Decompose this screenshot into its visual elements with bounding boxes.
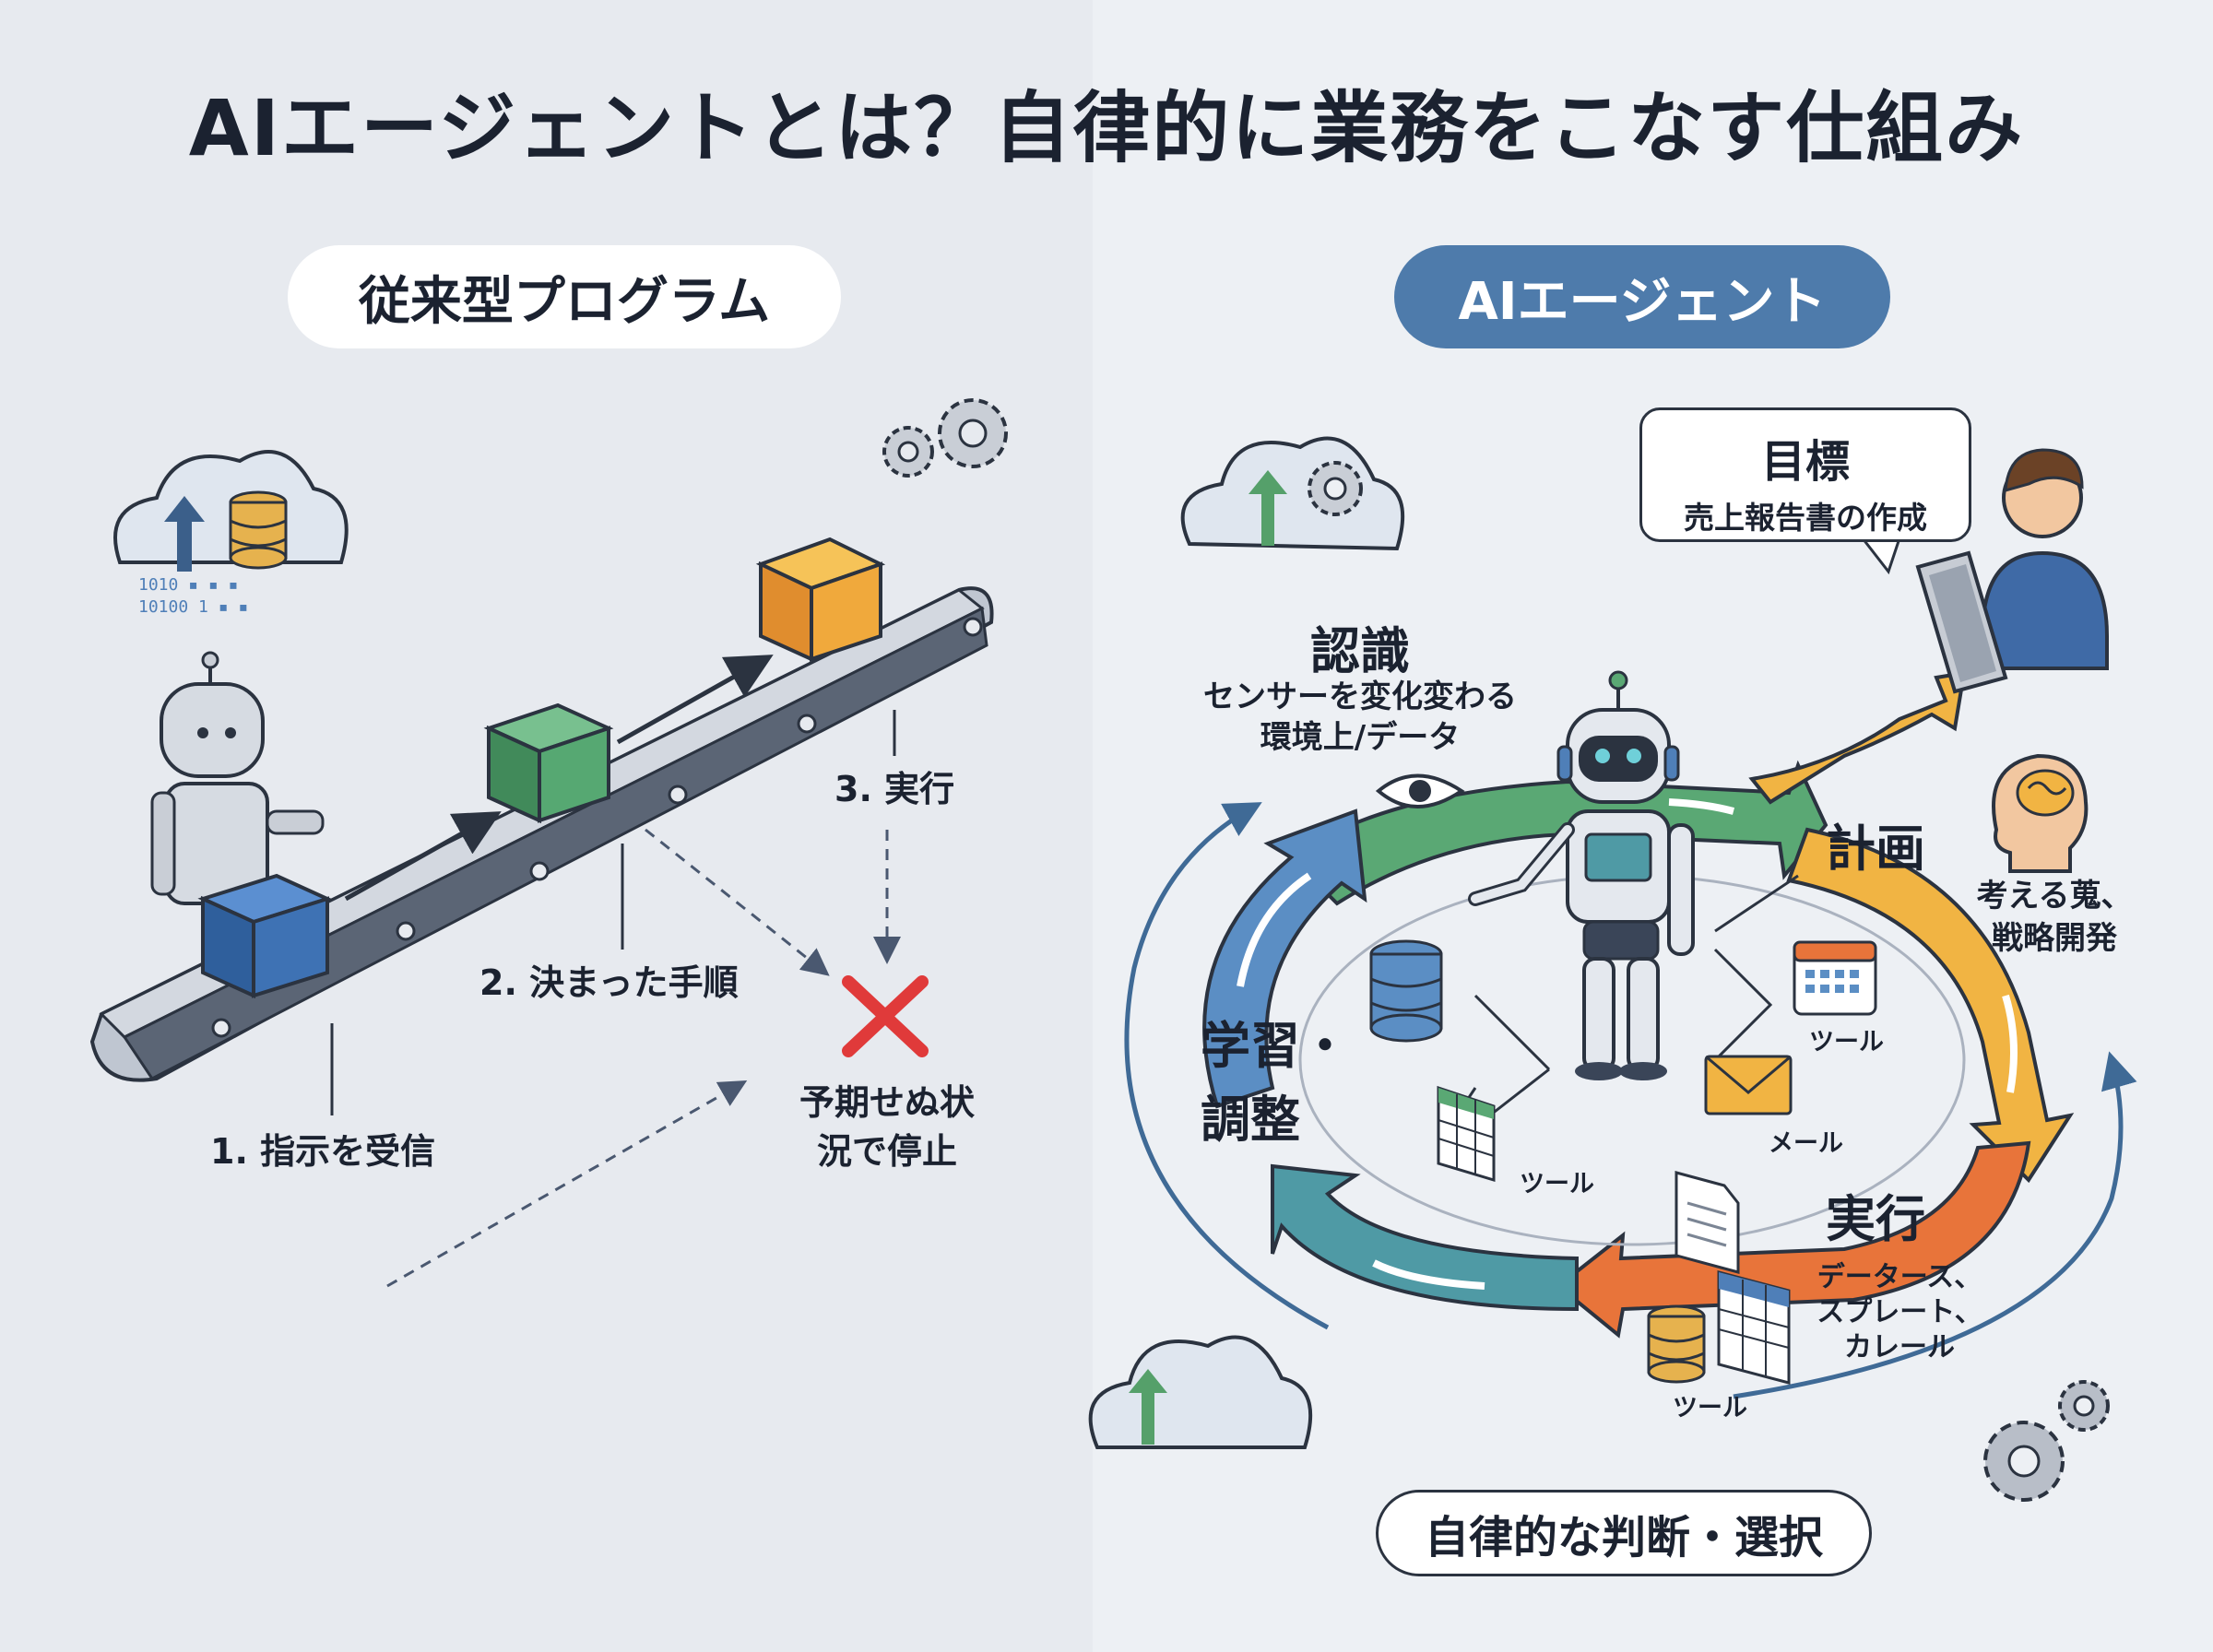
autonomous-decision-label: 自律的な判断・選択 — [1376, 1490, 1872, 1576]
blue-box — [197, 873, 333, 999]
person-user — [1915, 448, 2109, 694]
gear-icon-right — [1308, 461, 1363, 516]
mail-icon — [1704, 1055, 1793, 1115]
execution-desc-1: データース、 — [1817, 1261, 1982, 1293]
cloud-upload-icon-right — [1180, 436, 1405, 551]
execution-desc-3: カレール — [1844, 1331, 1955, 1363]
learning-bottom-arc — [1271, 1163, 1579, 1312]
binary-text-1: 1010 ▪ ▪ ▪ — [138, 575, 238, 595]
goal-arrow — [1748, 670, 1967, 805]
green-box — [483, 702, 614, 824]
page-title: AIエージェントとは？自律的に業務をこなす仕組み — [188, 83, 2025, 173]
database-icon — [229, 490, 288, 570]
failure-label-2: 況で停止 — [816, 1131, 957, 1172]
traditional-program-header: 従来型プログラム — [288, 245, 841, 348]
planning-desc-1: 考える蒐、 — [1976, 878, 2133, 914]
error-x-icon — [842, 975, 929, 1057]
planning-title: 計画 — [1826, 820, 1925, 878]
execution-desc-2: スプレート、 — [1817, 1296, 1982, 1328]
calendar-tool-label: ツール — [1809, 1028, 1884, 1056]
calendar-icon — [1793, 940, 1877, 1016]
learning-title-1: 学習・ — [1201, 1017, 1350, 1075]
speech-bubble-tail — [1861, 537, 1901, 575]
gears-icon-bottom — [1983, 1380, 2110, 1502]
step2-label: 2. 決まった手順 — [479, 962, 739, 1003]
spreadsheet-icon-bottom — [1717, 1270, 1791, 1385]
goal-speech-bubble: 目標 売上報告書の作成 — [1639, 407, 1971, 542]
failure-path-3 — [386, 1080, 748, 1288]
goal-title: 目標 — [1760, 436, 1850, 488]
mail-tool-label: メール — [1769, 1129, 1843, 1158]
spreadsheet-tool-label: ツール — [1520, 1170, 1594, 1198]
perception-title: 認識 — [1310, 622, 1410, 680]
inner-flow-arrow-right — [2002, 994, 2018, 1093]
step3-label: 3. 実行 — [834, 769, 955, 809]
database-icon-center — [1369, 939, 1443, 1043]
failure-label-1: 予期せぬ状 — [799, 1082, 975, 1123]
cloud-upload-icon-bottom — [1088, 1335, 1313, 1449]
belt-arrow-2 — [616, 655, 774, 745]
perception-desc-2: 環境上/データ — [1260, 719, 1461, 756]
learning-title-2: 調整 — [1201, 1091, 1300, 1149]
goal-subtitle: 売上報告書の作成 — [1684, 500, 1927, 536]
learning-left-arc — [1202, 808, 1367, 1109]
execution-arc — [1555, 1140, 2031, 1339]
inner-flow-arrow-top — [1668, 798, 1735, 815]
inner-flow-arrow-bottom — [1372, 1259, 1485, 1290]
execution-title: 実行 — [1826, 1190, 1925, 1248]
ai-robot — [1468, 670, 1695, 1080]
step1-label: 1. 指示を受信 — [210, 1131, 436, 1172]
inner-flow-arrow-left — [1237, 872, 1312, 987]
perception-desc-1: センサーを変化変わる — [1203, 678, 1517, 715]
failure-path-1 — [645, 828, 830, 976]
spreadsheet-icon — [1437, 1085, 1496, 1183]
planning-arc — [1786, 827, 2075, 1184]
document-icon — [1675, 1171, 1740, 1274]
database-icon-bottom — [1647, 1304, 1706, 1384]
binary-text-2: 10100 1 ▪ ▪ — [138, 597, 248, 617]
outer-loop-left — [1124, 802, 1330, 1330]
gears-icon — [882, 398, 1008, 478]
brain-head-icon — [1992, 753, 2089, 873]
belt-arrow-1 — [344, 811, 502, 902]
database-tool-label: ツール — [1673, 1394, 1747, 1422]
connector-lines — [1437, 874, 1799, 1144]
ai-agent-header: AIエージェント — [1394, 245, 1890, 348]
outer-loop-right — [1733, 1051, 2137, 1399]
robot-worker — [150, 651, 325, 905]
planning-desc-2: 戦略開発 — [1992, 920, 2117, 957]
eye-icon — [1375, 773, 1465, 808]
orange-box — [755, 537, 886, 663]
